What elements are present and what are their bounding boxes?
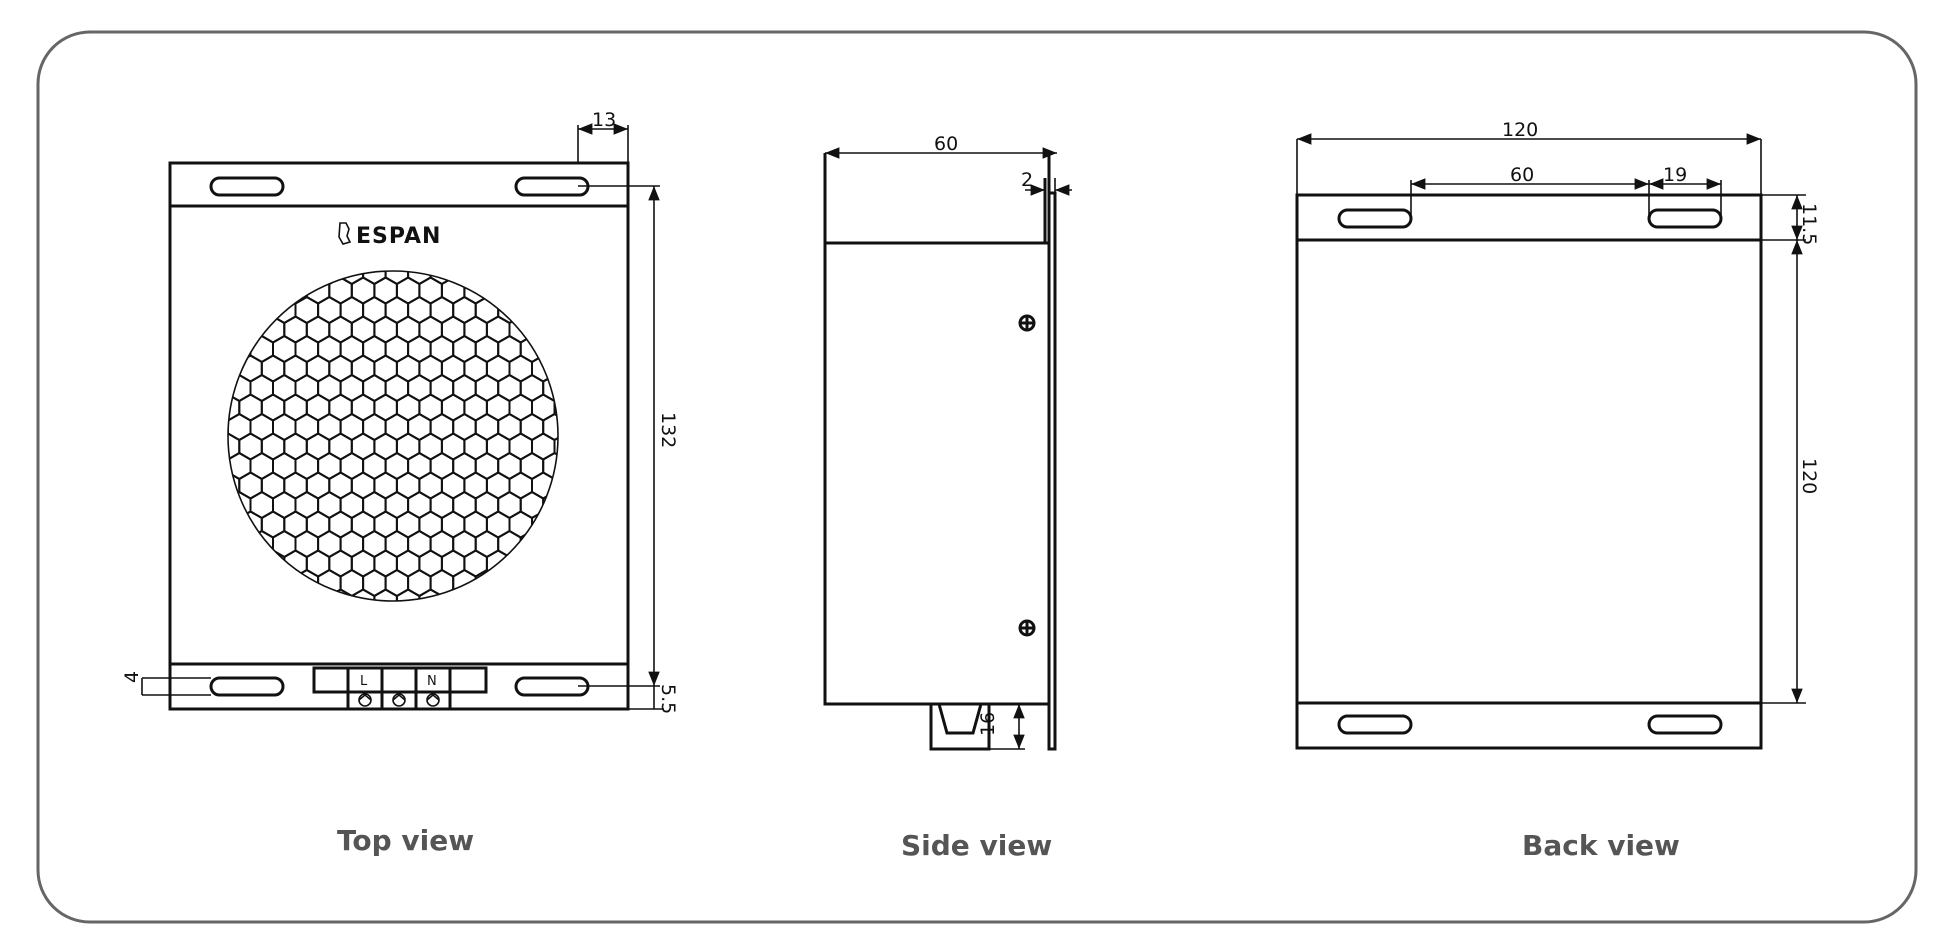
back-view-body <box>1295 193 1763 750</box>
dim-top-height: 132 <box>657 412 679 448</box>
top-slot-tr <box>514 176 590 197</box>
terminal-screw-icon <box>358 693 440 707</box>
terminal-label-n: N <box>427 674 437 689</box>
grille-hexagon <box>474 568 500 598</box>
grille-hexagon <box>350 588 376 601</box>
grille-hexagon <box>228 412 229 442</box>
fan-grille-outline <box>227 270 559 602</box>
outer-frame <box>36 30 1918 924</box>
top-slot-bl <box>209 676 285 697</box>
grille-hexagon <box>531 510 556 539</box>
dim-side-thickness: 2 <box>1021 169 1033 191</box>
side-view: 60 2 16 Side view <box>823 133 1072 862</box>
grille-hexagon <box>542 490 558 520</box>
grille-hexagon <box>418 588 443 601</box>
grille-hexagon <box>553 432 558 461</box>
grille-hexagon <box>519 529 545 559</box>
dim-back-flange: 11.5 <box>1798 203 1820 245</box>
dim-back-spacing: 60 <box>1510 164 1534 186</box>
dim-top-edge: 5.5 <box>657 684 679 714</box>
grille-hexagon <box>238 315 263 344</box>
back-view: 120 60 19 11.5 120 Back view <box>1295 119 1820 862</box>
side-view-flange <box>1047 191 1057 751</box>
top-view: ESPAN L N 13 <box>121 109 679 857</box>
grille-hexagon <box>440 588 466 601</box>
grille-hexagon <box>553 393 558 422</box>
espan-logo-icon: ESPAN <box>338 222 441 249</box>
side-view-body <box>823 241 1051 706</box>
side-connector <box>929 702 991 751</box>
top-slot-br <box>514 676 590 697</box>
terminal-label-l: L <box>360 674 368 689</box>
dim-back-width: 120 <box>1502 119 1538 141</box>
back-slot-bl <box>1337 714 1413 735</box>
grille-hexagon <box>328 588 353 601</box>
side-screw-icon <box>1018 314 1036 637</box>
grille-hexagon <box>395 588 421 601</box>
caption-top-view: Top view <box>337 824 474 857</box>
top-view-body <box>168 161 630 711</box>
grille-hexagon <box>238 510 263 539</box>
back-slot-tl <box>1337 208 1413 229</box>
top-slot-tl <box>209 176 285 197</box>
fan-grille-hexagons <box>228 271 558 601</box>
dim-side-width: 60 <box>934 133 958 155</box>
dim-back-slot: 19 <box>1663 164 1687 186</box>
dim-top-left: 4 <box>121 671 143 683</box>
dim-side-connector: 16 <box>977 712 999 736</box>
back-slot-br <box>1647 714 1723 735</box>
grille-hexagon <box>373 588 398 601</box>
dim-back-height: 120 <box>1798 458 1820 494</box>
grille-hexagon <box>260 549 286 578</box>
dim-top-tab: 13 <box>592 109 616 131</box>
grille-hexagon <box>452 568 477 598</box>
caption-side-view: Side view <box>901 829 1052 862</box>
brand-logo-text: ESPAN <box>356 224 441 249</box>
caption-back-view: Back view <box>1522 829 1680 862</box>
terminal-block: L N <box>312 666 488 708</box>
grille-hexagon <box>294 568 320 598</box>
back-slot-tr <box>1647 208 1723 229</box>
